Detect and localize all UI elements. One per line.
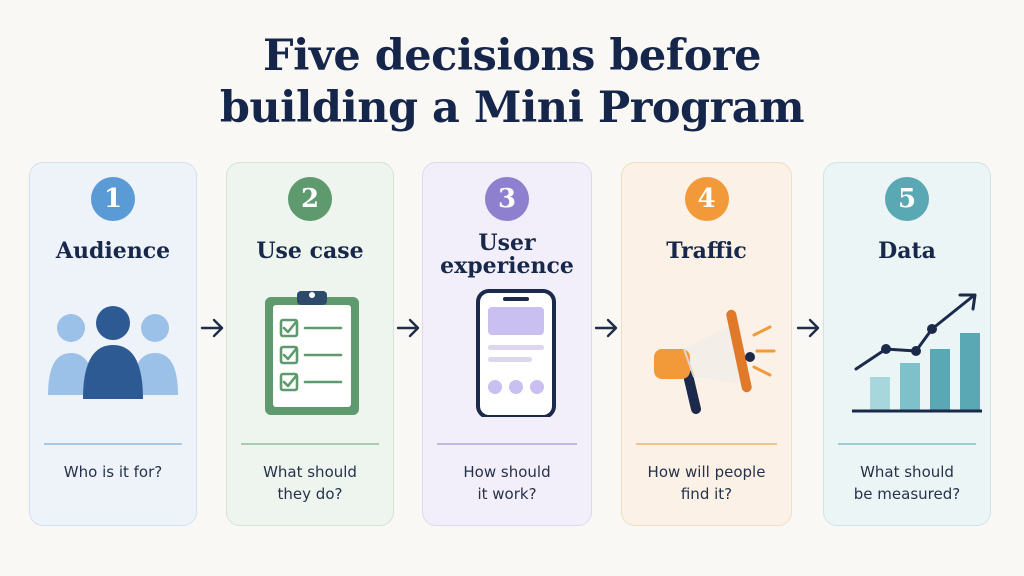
step-question: What should be measured?: [824, 461, 990, 505]
card-divider: [636, 443, 777, 445]
title-line-1: Five decisions before: [263, 31, 761, 81]
arrow-right-icon: [594, 318, 618, 338]
smartphone-icon: [476, 289, 556, 417]
arrow-right-icon: [396, 318, 420, 338]
step-number-badge: 1: [91, 177, 135, 221]
step-number-badge: 5: [885, 177, 929, 221]
step-card-audience: 1 Audience Who is it for?: [29, 162, 197, 526]
step-question: Who is it for?: [30, 461, 196, 483]
page-title: Five decisions before building a Mini Pr…: [0, 30, 1024, 134]
question-line: Who is it for?: [63, 463, 163, 481]
step-question: How will people find it?: [622, 461, 791, 505]
card-divider: [241, 443, 379, 445]
step-title-line: User: [478, 230, 536, 256]
question-line: be measured?: [853, 485, 961, 503]
step-number-badge: 2: [288, 177, 332, 221]
step-card-use-case: 2 Use case What should they do?: [226, 162, 394, 526]
card-divider: [838, 443, 976, 445]
question-line: What should: [263, 463, 357, 481]
title-line-2: building a Mini Program: [219, 83, 805, 133]
step-title: Use case: [256, 238, 364, 264]
question-line: find it?: [680, 485, 733, 503]
question-line: How should: [463, 463, 551, 481]
question-line: it work?: [477, 485, 537, 503]
step-title: Data: [878, 238, 936, 264]
step-question: How should it work?: [423, 461, 591, 505]
growth-chart-icon: [852, 293, 982, 413]
question-line: What should: [860, 463, 954, 481]
card-divider: [437, 443, 577, 445]
step-question: What should they do?: [227, 461, 393, 505]
arrow-right-icon: [796, 318, 820, 338]
people-icon: [48, 306, 178, 399]
step-title-line: experience: [440, 253, 574, 279]
step-title: Traffic: [666, 238, 747, 264]
step-title: Audience: [55, 238, 171, 264]
clipboard-checklist-icon: [265, 291, 359, 415]
step-card-data: 5 Data What should be measured?: [823, 162, 991, 526]
step-card-traffic: 4 Traffic How will people find it?: [621, 162, 792, 526]
arrow-right-icon: [200, 318, 224, 338]
question-line: How will people: [647, 463, 766, 481]
step-title: User experience: [423, 232, 591, 278]
step-card-user-experience: 3 User experience How should it work?: [422, 162, 592, 526]
step-number-badge: 4: [684, 177, 729, 221]
megaphone-icon: [653, 309, 775, 414]
step-number-badge: 3: [485, 177, 529, 221]
card-divider: [44, 443, 182, 445]
question-line: they do?: [277, 485, 343, 503]
